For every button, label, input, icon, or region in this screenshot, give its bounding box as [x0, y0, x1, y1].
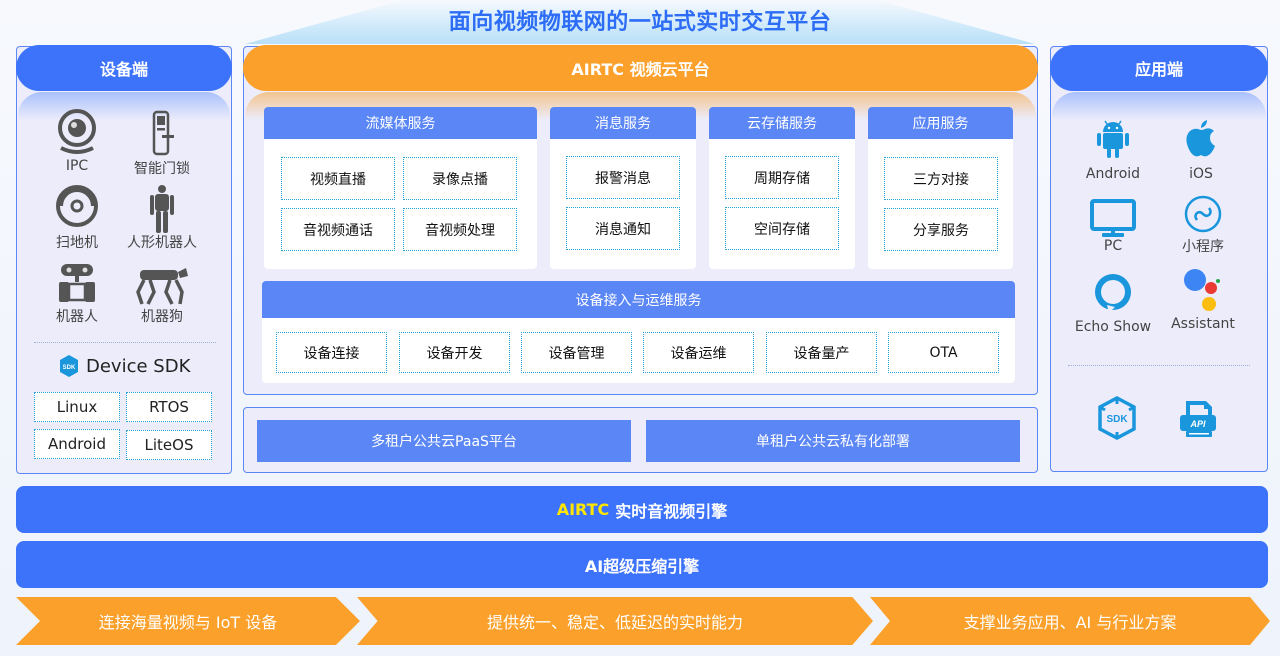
service-card-title: 消息服务 — [550, 107, 696, 139]
app-label: Assistant — [1171, 316, 1235, 332]
humanoid-robot-icon — [150, 185, 174, 233]
device-label: 智能门锁 — [134, 161, 190, 177]
smart-lock-icon — [152, 110, 174, 156]
value-arrow-3: 支撑业务应用、AI 与行业方案 — [870, 597, 1270, 645]
device-ops-item: 设备量产 — [766, 332, 877, 373]
app-android: Android — [1068, 116, 1158, 182]
service-item: 录像点播 — [403, 157, 517, 200]
value-arrow-label: 连接海量视频与 IoT 设备 — [98, 613, 278, 632]
ai-engine-label: AI超级压缩引擎 — [584, 556, 700, 576]
app-pc: PC — [1068, 198, 1158, 254]
sdk-hexagon-icon: SDK — [1098, 396, 1136, 440]
device-label: 机器人 — [56, 309, 98, 325]
app-assistant: Assistant — [1158, 268, 1248, 332]
service-card-title: 设备接入与运维服务 — [262, 281, 1015, 318]
sdk-hexagon-icon: SDK — [60, 355, 78, 377]
device-ops-item: 设备运维 — [643, 332, 754, 373]
app-label: iOS — [1189, 166, 1213, 182]
service-item: 音视频通话 — [281, 208, 395, 251]
alexa-icon — [1095, 274, 1131, 313]
device-sdk-title: SDK Device SDK — [58, 354, 190, 378]
android-icon — [1097, 120, 1129, 158]
app-mini-program: 小程序 — [1158, 194, 1248, 256]
app-label: Echo Show — [1074, 319, 1152, 335]
service-item: 视频直播 — [281, 157, 395, 200]
tracked-robot-icon — [59, 264, 95, 302]
device-panel-header: 设备端 — [16, 45, 232, 91]
device-label: 人形机器人 — [127, 235, 197, 251]
app-echo-show: Echo Show — [1068, 271, 1158, 335]
app-panel-header: 应用端 — [1050, 45, 1268, 91]
service-item: 分享服务 — [884, 208, 998, 251]
value-arrow-label: 提供统一、稳定、低延迟的实时能力 — [486, 613, 743, 632]
app-label: PC — [1103, 238, 1123, 254]
service-item: 报警消息 — [566, 156, 680, 199]
value-arrow-label: 支撑业务应用、AI 与行业方案 — [963, 613, 1177, 632]
device-tracked-robot: 机器人 — [37, 262, 117, 326]
os-android: Android — [34, 429, 120, 459]
service-card-message: 消息服务 报警消息 消息通知 — [550, 107, 696, 269]
divider — [34, 342, 216, 343]
service-item: 音视频处理 — [403, 208, 517, 251]
device-header-reflection — [18, 92, 230, 120]
service-item: 三方对接 — [884, 157, 998, 200]
os-rtos: RTOS — [126, 392, 212, 422]
service-item: 消息通知 — [566, 207, 680, 250]
device-label: 机器狗 — [141, 309, 183, 325]
app-header-reflection — [1052, 92, 1266, 120]
device-ipc: IPC — [37, 108, 117, 174]
service-card-storage: 云存储服务 周期存储 空间存储 — [709, 107, 855, 269]
service-card-streaming: 流媒体服务 视频直播 录像点播 音视频通话 音视频处理 — [264, 107, 537, 269]
service-card-title: 流媒体服务 — [264, 107, 537, 139]
device-label: IPC — [65, 158, 89, 174]
google-assistant-icon — [1184, 269, 1220, 311]
value-arrow-1: 连接海量视频与 IoT 设备 — [16, 597, 360, 645]
cloud-panel-header: AIRTC 视频云平台 — [243, 45, 1038, 91]
api-document-icon: API — [1180, 401, 1216, 437]
robot-vacuum-icon — [56, 185, 98, 227]
robot-dog-icon — [136, 268, 188, 305]
deployment-multi-tenant: 多租户公共云PaaS平台 — [257, 420, 631, 462]
service-item: 周期存储 — [725, 156, 839, 199]
divider — [1068, 365, 1250, 366]
svg-text:API: API — [1189, 419, 1206, 429]
mini-program-icon — [1184, 195, 1222, 233]
device-label: 扫地机 — [56, 235, 98, 251]
device-humanoid: 人形机器人 — [122, 184, 202, 252]
device-ops-item: 设备开发 — [399, 332, 510, 373]
device-smart-lock: 智能门锁 — [122, 108, 202, 178]
rtc-engine-bar: AIRTC 实时音视频引擎 — [16, 486, 1268, 533]
page-title: 面向视频物联网的一站式实时交互平台 — [448, 10, 832, 35]
app-ios: iOS — [1156, 116, 1246, 182]
device-ops-item: 设备管理 — [521, 332, 632, 373]
svg-text:SDK: SDK — [63, 365, 76, 371]
service-card-device-ops: 设备接入与运维服务 设备连接 设备开发 设备管理 设备运维 设备量产 OTA — [262, 281, 1015, 383]
device-robot-vacuum: 扫地机 — [37, 184, 117, 252]
deployment-single-tenant: 单租户公共云私有化部署 — [646, 420, 1020, 462]
service-card-title: 云存储服务 — [709, 107, 855, 139]
device-robot-dog: 机器狗 — [122, 262, 202, 326]
os-liteos: LiteOS — [126, 430, 212, 460]
device-ops-item: OTA — [888, 332, 999, 373]
device-sdk-label: Device SDK — [86, 355, 191, 377]
service-card-application: 应用服务 三方对接 分享服务 — [868, 107, 1013, 269]
app-label: Android — [1085, 166, 1141, 182]
svg-text:SDK: SDK — [1106, 414, 1128, 425]
app-label: 小程序 — [1182, 239, 1224, 255]
apple-icon — [1186, 120, 1215, 157]
webcam-icon — [58, 109, 96, 154]
value-arrow-2: 提供统一、稳定、低延迟的实时能力 — [357, 597, 873, 645]
rtc-engine-brand: AIRTC — [556, 500, 610, 519]
monitor-icon — [1090, 199, 1136, 237]
rtc-engine-label: 实时音视频引擎 — [615, 501, 728, 521]
service-item: 空间存储 — [725, 207, 839, 250]
os-linux: Linux — [34, 392, 120, 422]
device-ops-item: 设备连接 — [276, 332, 387, 373]
service-card-title: 应用服务 — [868, 107, 1013, 139]
ai-engine-bar: AI超级压缩引擎 — [16, 541, 1268, 588]
